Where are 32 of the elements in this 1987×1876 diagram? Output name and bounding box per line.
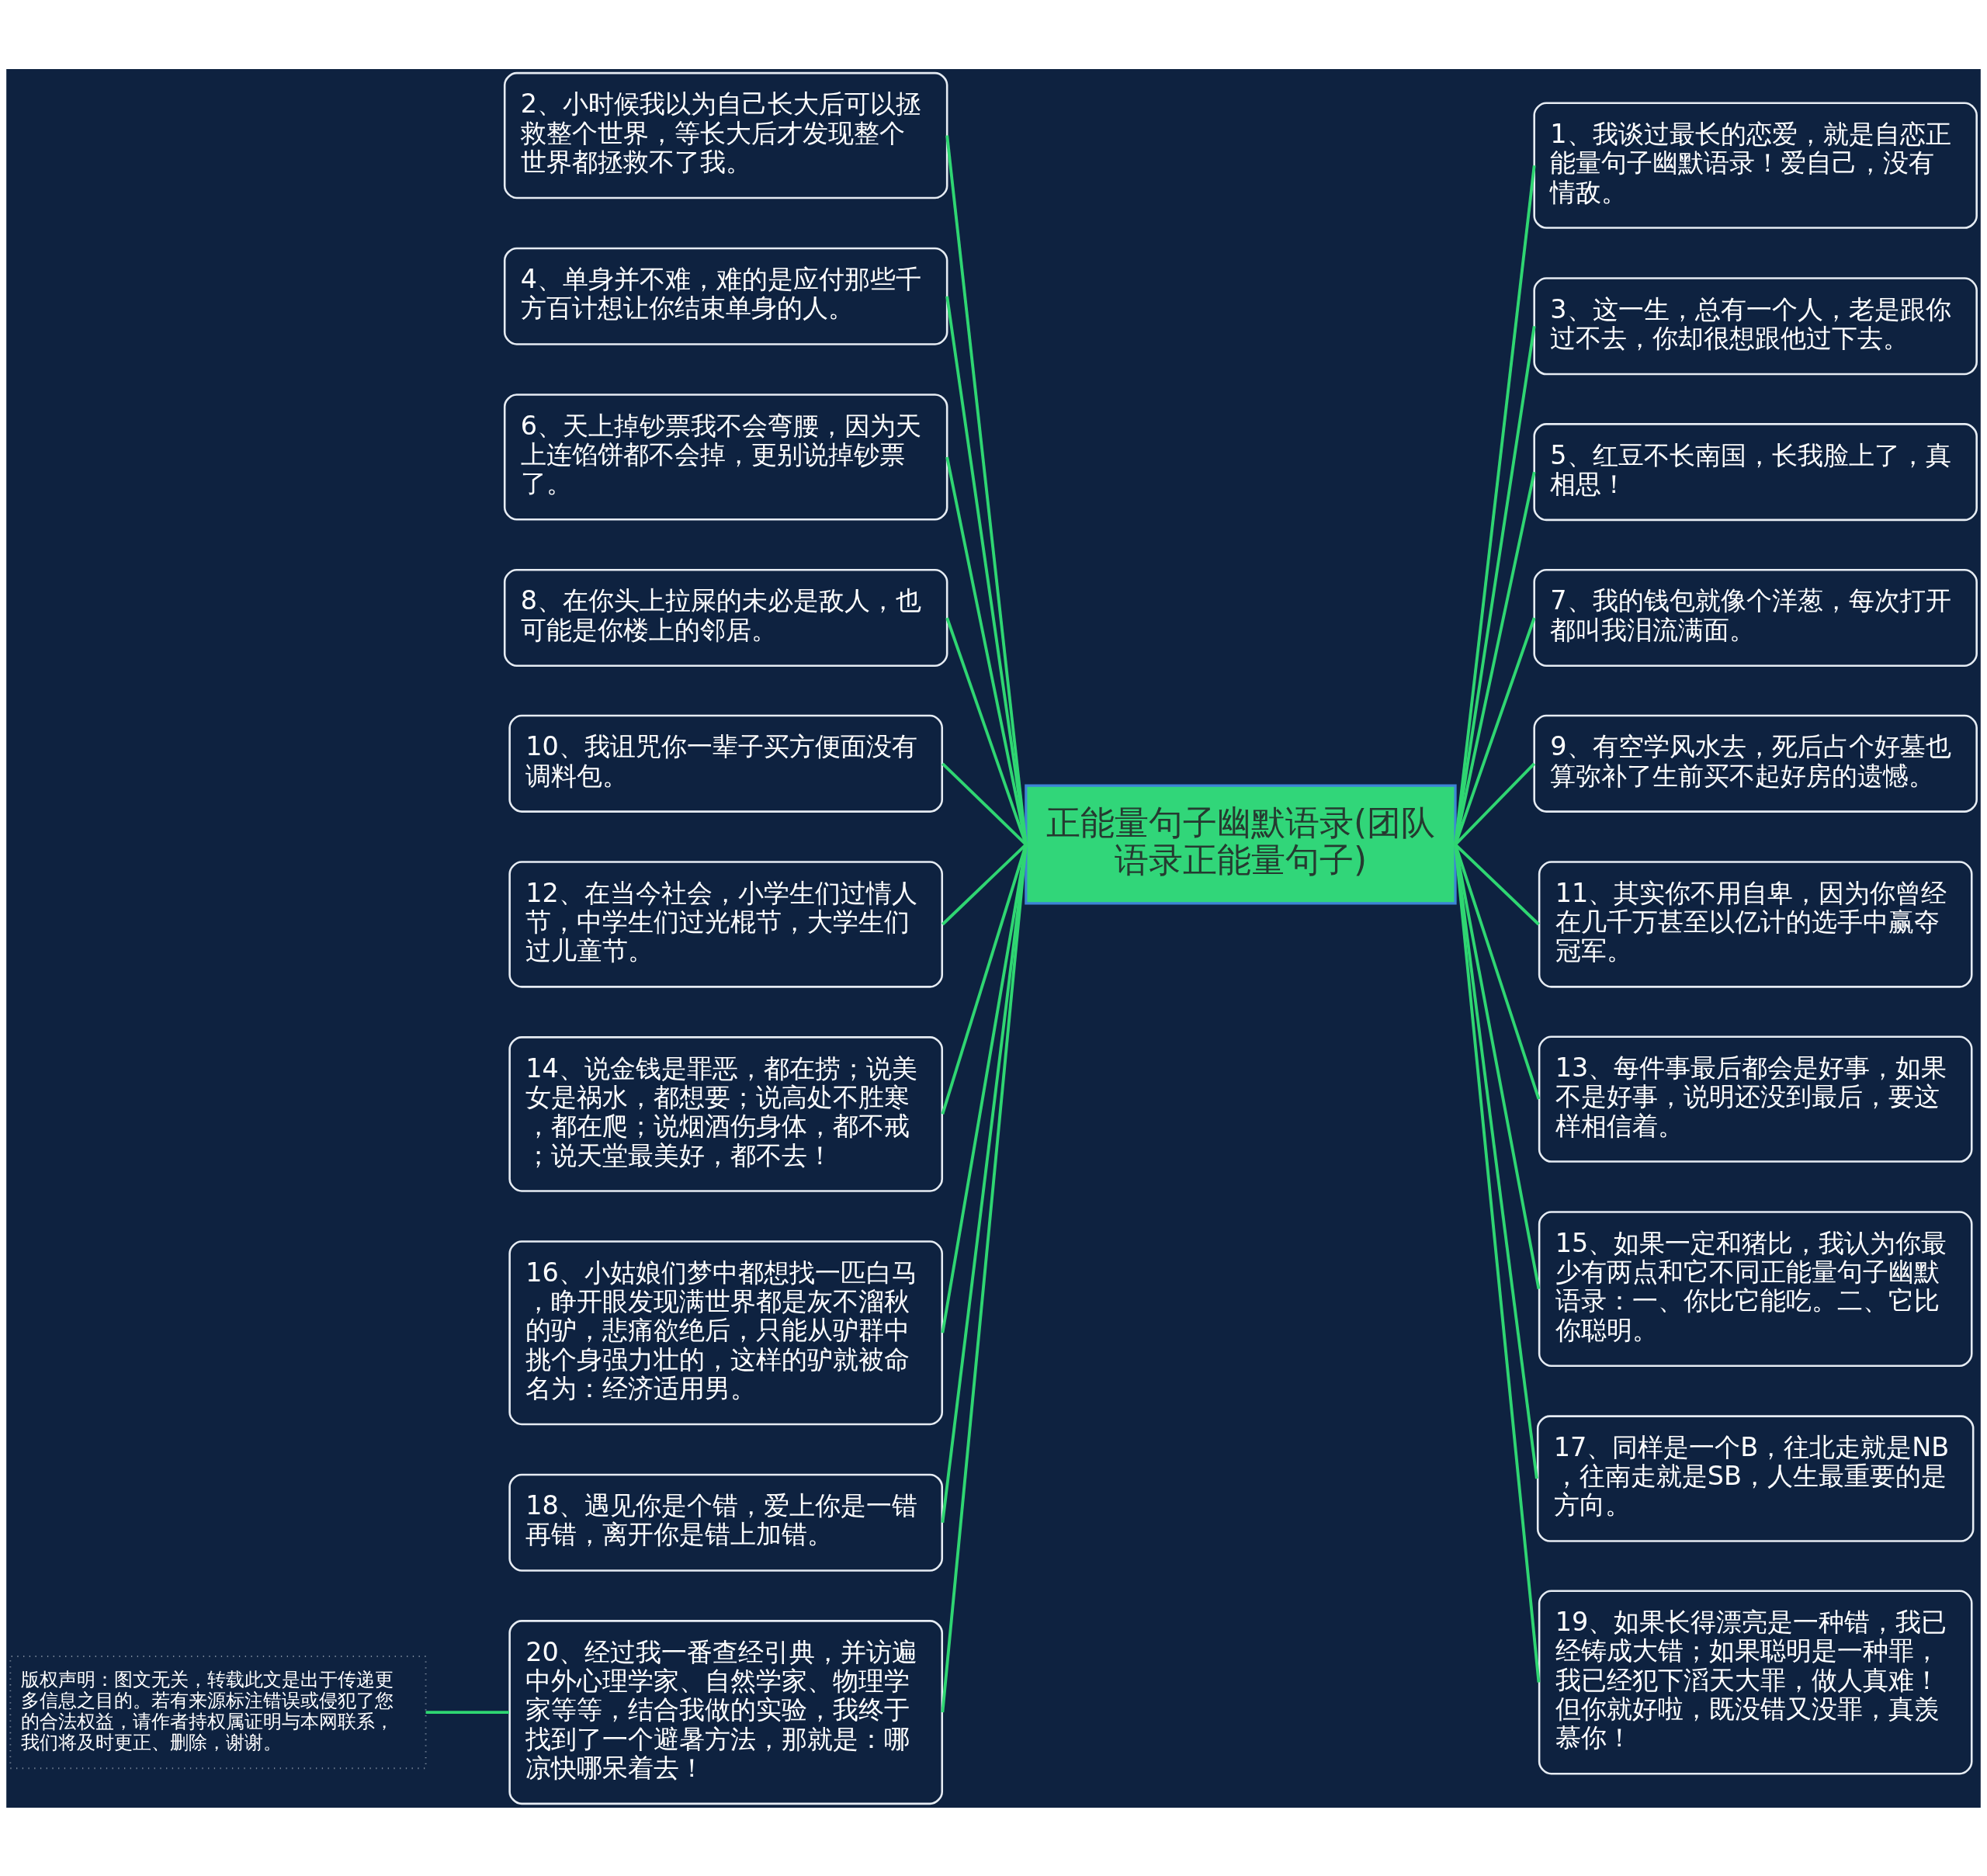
- node-box: 20、经过我一番查经引典，并访遍中外心理学家、自然学家、物理学家等等，结合我做的实验，我终于找到了一个避暑方法，那就是：哪凉快哪呆着去！: [508, 1619, 944, 1805]
- node-box: 16、小姑娘们梦中都想找一匹白马，睁开眼发现满世界都是灰不溜秋的驴，悲痛欲绝后，只能从驴群中挑个身强力壮的，这样的驴就被命名为：经济适用男。: [508, 1240, 944, 1425]
- node-box: 8、在你头上拉屎的未必是敌人，也可能是你楼上的邻居。: [503, 568, 948, 667]
- connector: [1454, 471, 1536, 844]
- node-box: 4、单身并不难，难的是应付那些千方百计想让你结束单身的人。: [503, 247, 948, 345]
- node-box: 18、遇见你是个错，爱上你是一错再错，离开你是错上加错。: [508, 1473, 944, 1572]
- node-box: 14、说金钱是罪恶，都在捞；说美女是祸水，都想要；说高处不胜寒，都在爬；说烟酒伤身体，都不戒；说天堂最美好，都不去！: [508, 1035, 944, 1192]
- connector: [1454, 165, 1536, 844]
- connector: [1454, 844, 1541, 1683]
- connector: [945, 295, 1028, 844]
- node-box: 正能量句子幽默语录(团队语录正能量句子): [1025, 784, 1457, 905]
- node-box: 7、我的钱包就像个洋葱，每次打开都叫我泪流满面。: [1533, 568, 1978, 667]
- node-box: 12、在当今社会，小学生们过情人节，中学生们过光棍节，大学生们过儿童节。: [508, 860, 944, 988]
- connector: [1454, 844, 1538, 1479]
- connector: [941, 844, 1028, 1523]
- node-box: 9、有空学风水去，死后占个好墓也算弥补了生前买不起好房的遗憾。: [1533, 714, 1978, 813]
- connector: [1454, 325, 1536, 844]
- connector: [945, 134, 1028, 844]
- node-box: 6、天上掉钞票我不会弯腰，因为天上连馅饼都不会掉，更别说掉钞票了。: [503, 393, 948, 521]
- node-box: 10、我诅咒你一辈子买方便面没有调料包。: [508, 714, 944, 813]
- node-box: 11、其实你不用自卑，因为你曾经在几千万甚至以亿计的选手中赢夺冠军。: [1538, 860, 1973, 988]
- node-box: 1、我谈过最长的恋爱，就是自恋正能量句子幽默语录！爱自己，没有情敌。: [1533, 101, 1978, 229]
- node-box: 15、如果一定和猪比，我认为你最少有两点和它不同正能量句子幽默语录：一、你比它能吃。二、它比你聪明。: [1538, 1210, 1973, 1367]
- node-box: 2、小时候我以为自己长大后可以拯救整个世界，等长大后才发现整个世界都拯救不了我。: [503, 71, 948, 199]
- node-box: 版权声明：图文无关，转载此文是出于传递更多信息之目的。若有来源标注错误或侵犯了您的合法权益，请作者持权属证明与本网联系，我们将及时更正、删除，谢谢。: [9, 1655, 427, 1769]
- node-box: 13、每件事最后都会是好事，如果不是好事，说明还没到最后，要这样相信着。: [1538, 1035, 1973, 1163]
- node-box: 3、这一生，总有一个人，老是跟你过不去，你却很想跟他过下去。: [1533, 276, 1978, 375]
- node-box: 17、同样是一个B，往北走就是NB，往南走就是SB，人生最重要的是方向。: [1536, 1414, 1975, 1542]
- node-box: 19、如果长得漂亮是一种错，我已经铸成大错；如果聪明是一种罪，我已经犯下滔天大罪，做人真难！但你就好啦，既没错又没罪，真羡慕你！: [1538, 1590, 1973, 1775]
- connector: [425, 1710, 509, 1714]
- node-box: 5、红豆不长南国，长我脸上了，真相思！: [1533, 422, 1978, 521]
- connector: [941, 844, 1028, 1712]
